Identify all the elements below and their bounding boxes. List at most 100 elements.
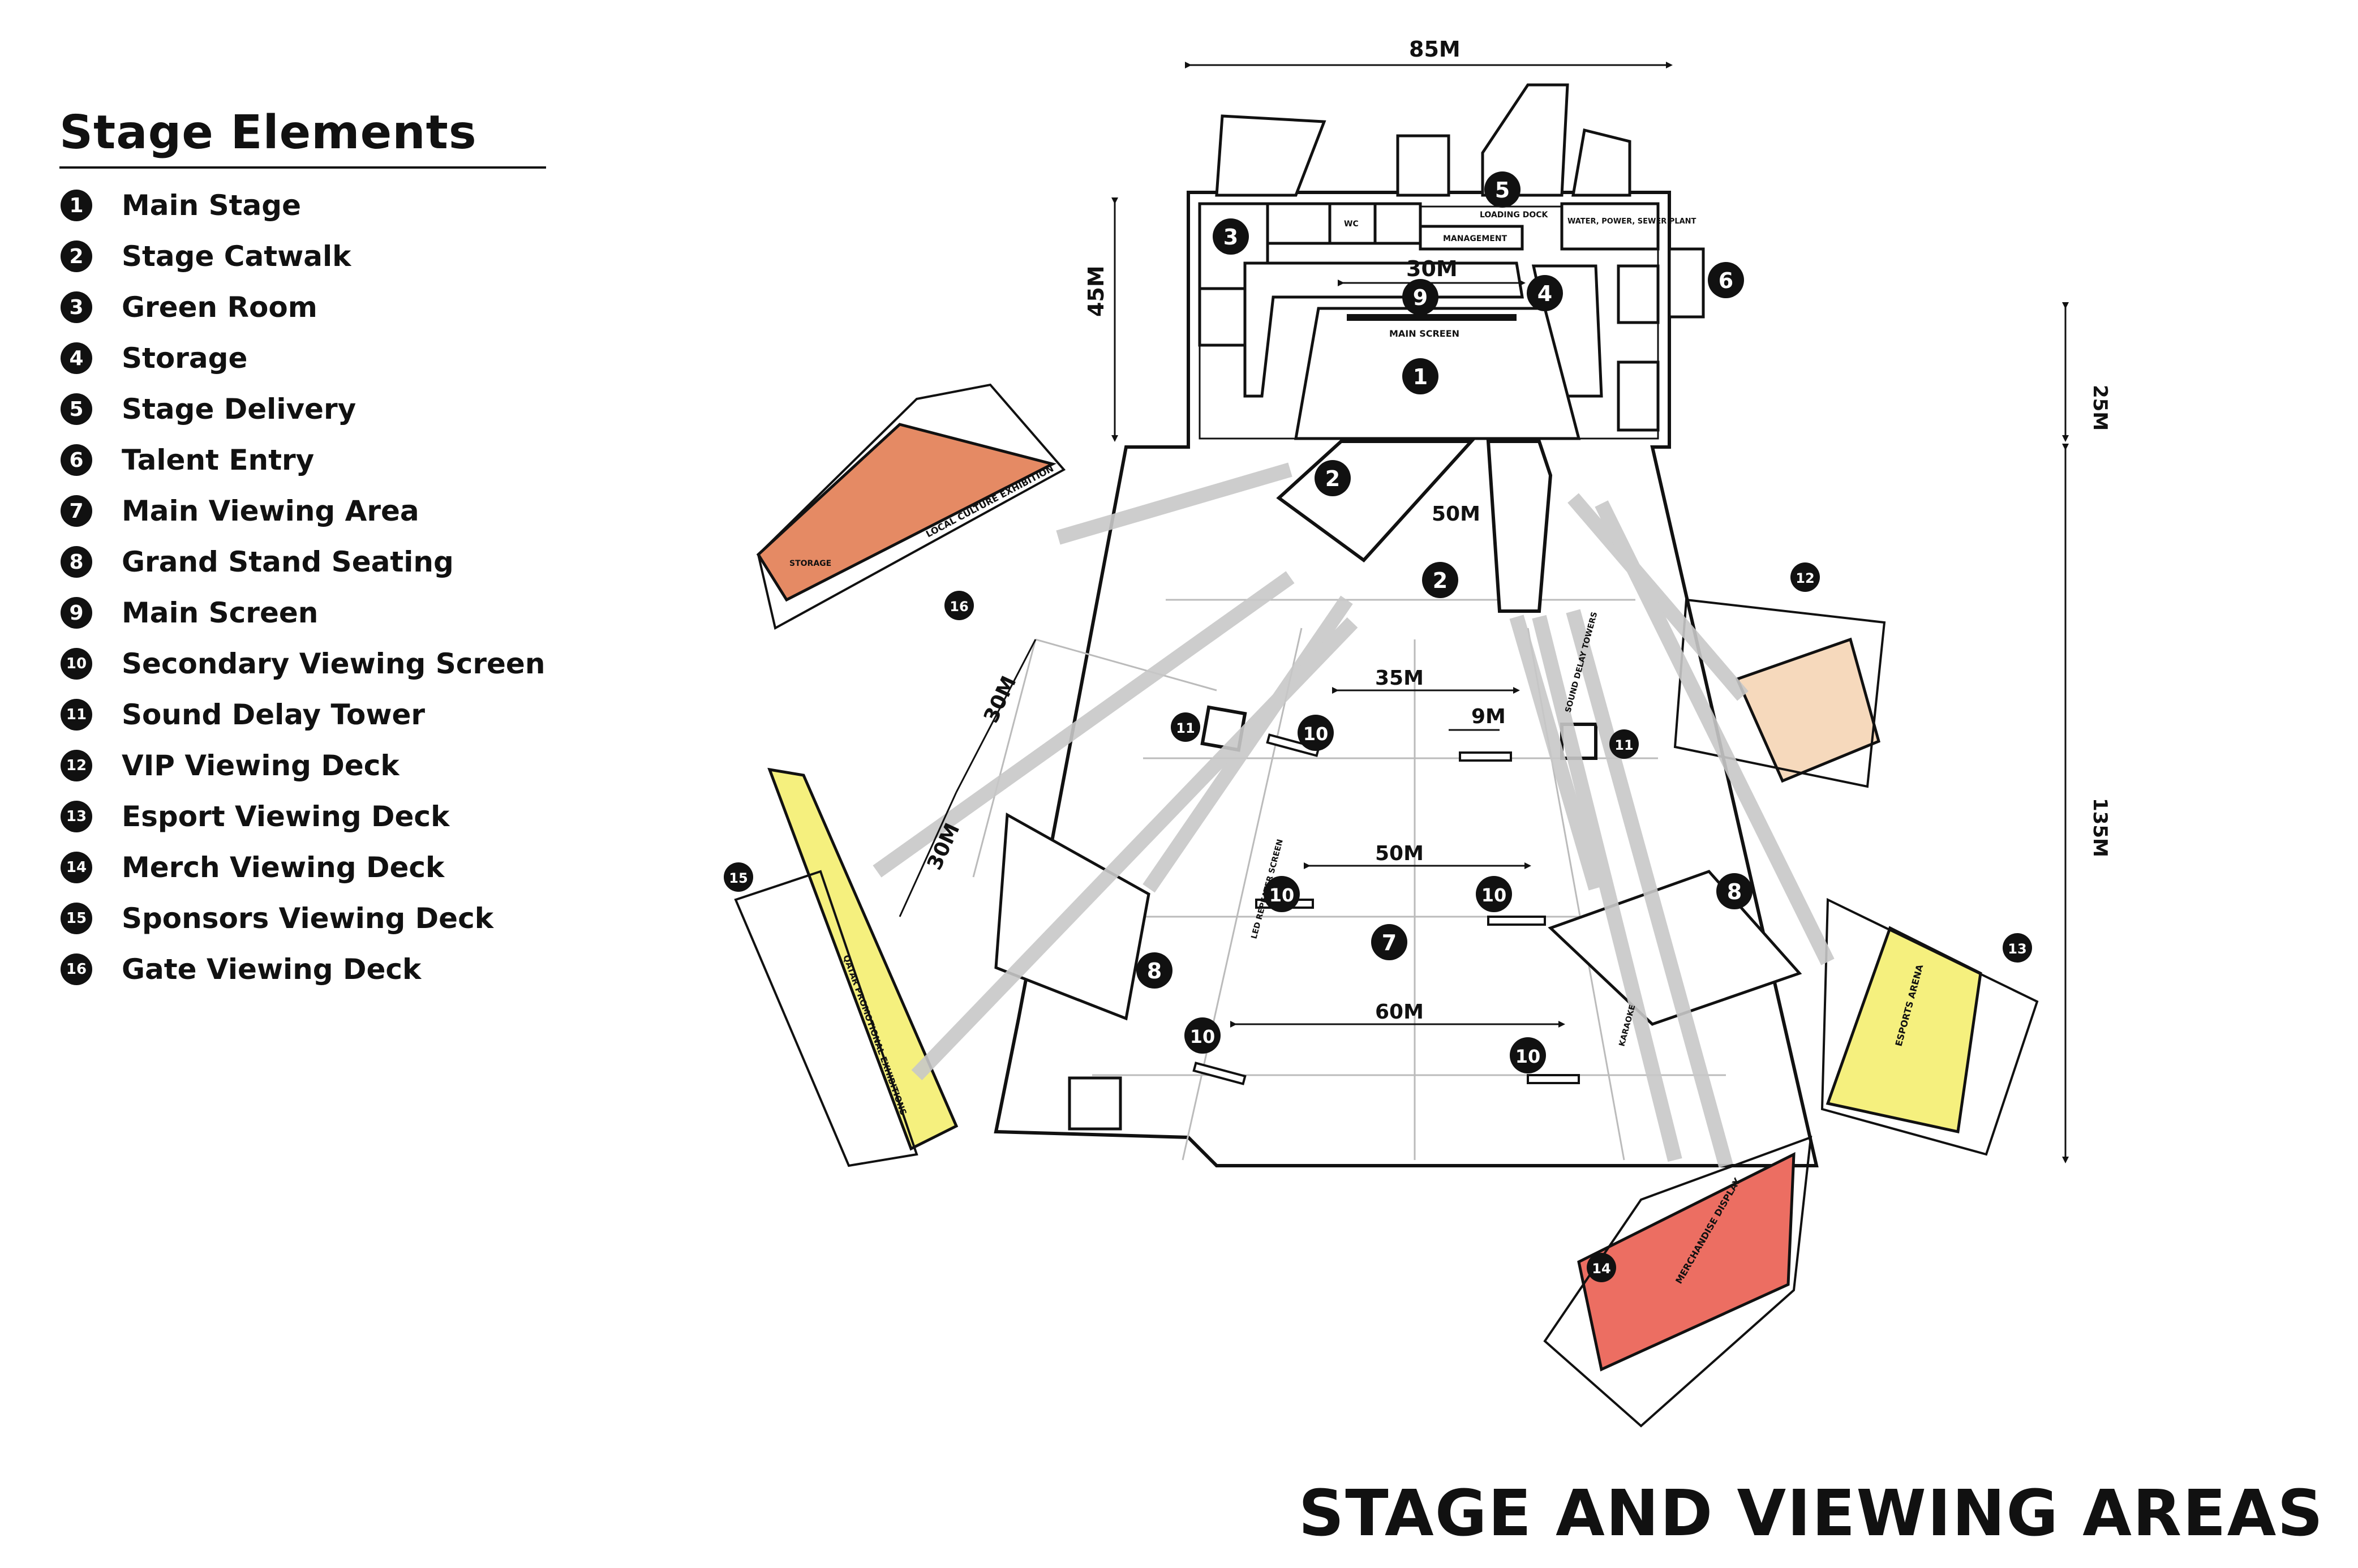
badge-green-room: 3 (1213, 218, 1249, 255)
legend-badge: 12 (61, 750, 92, 782)
label-wc: WC (1344, 220, 1359, 229)
legend-item: 5 Stage Delivery (59, 384, 546, 435)
dim-right-lower: 135M (2089, 798, 2111, 857)
svg-text:7: 7 (1382, 930, 1397, 955)
merch-viewing-deck (1577, 1152, 1796, 1372)
legend-badge: 1 (61, 190, 92, 222)
svg-text:10: 10 (1190, 1026, 1215, 1047)
legend-item: 1 Main Stage (59, 180, 546, 231)
label-storage: STORAGE (789, 559, 831, 568)
svg-text:14: 14 (1592, 1261, 1610, 1277)
label-main-screen: MAIN SCREEN (1389, 328, 1459, 339)
label-utilities: WATER, POWER, SEWER PLANT (1567, 217, 1696, 226)
badge-main-stage: 1 (1402, 358, 1438, 394)
dim-right-upper: 25M (2089, 385, 2111, 431)
svg-text:1: 1 (1413, 364, 1428, 389)
roof-block-3 (1571, 128, 1631, 197)
svg-text:16: 16 (950, 599, 968, 615)
badge-delivery: 5 (1484, 171, 1521, 208)
legend-label: Merch Viewing Deck (122, 851, 445, 884)
badge-storage: 4 (1527, 275, 1563, 311)
badge-screen-2: 10 (1264, 876, 1300, 912)
svg-text:8: 8 (1147, 959, 1162, 983)
badge-screen-5: 10 (1510, 1037, 1546, 1073)
stage-hospitality (1617, 360, 1660, 432)
svg-text:10: 10 (1269, 884, 1295, 906)
legend-badge: 7 (61, 495, 92, 527)
legend-label: Main Screen (122, 596, 319, 630)
wc-2 (1373, 202, 1422, 245)
legend-badge: 6 (61, 444, 92, 476)
legend-item: 14 Merch Viewing Deck (59, 842, 546, 893)
badge-grandstand-right: 8 (1716, 873, 1753, 909)
svg-text:4: 4 (1537, 281, 1552, 306)
badge-screen-1: 10 (1298, 715, 1334, 751)
badge-vip: 12 (1790, 562, 1820, 592)
legend-label: Main Stage (122, 189, 301, 222)
stage-lobby (1617, 264, 1660, 324)
legend-label: VIP Viewing Deck (122, 749, 400, 783)
legend-badge: 14 (61, 852, 92, 884)
svg-text:6: 6 (1719, 268, 1733, 293)
sponsors-viewing-deck (767, 767, 959, 1151)
badge-catwalk-right: 2 (1422, 562, 1458, 598)
legend-badge: 3 (61, 291, 92, 324)
label-loading-dock: LOADING DOCK (1480, 211, 1548, 220)
management-room (1419, 225, 1524, 251)
legend-label: Secondary Viewing Screen (122, 647, 546, 681)
vip-viewing-deck (1735, 637, 1881, 783)
dimension-lines (899, 62, 2069, 1163)
svg-text:10: 10 (1303, 723, 1329, 745)
legend-label: Stage Delivery (122, 393, 357, 426)
dim-main-screen-width: 30M (1406, 256, 1458, 281)
badge-sound-tower-right: 11 (1609, 729, 1639, 759)
legend-badge: 5 (61, 393, 92, 426)
legend-label: Sound Delay Tower (122, 698, 426, 732)
legend-label: Green Room (122, 291, 317, 324)
svg-text:11: 11 (1614, 737, 1633, 753)
svg-text:10: 10 (1515, 1046, 1541, 1067)
sightline-arrows (873, 462, 1835, 1168)
legend-label: Talent Entry (122, 444, 315, 477)
badge-gate: 16 (944, 591, 974, 620)
utility-plant (1560, 202, 1660, 251)
legend-badge: 8 (61, 546, 92, 578)
stage-building (1198, 83, 1705, 432)
talent-entry-gate (1668, 247, 1705, 319)
legend-item: 12 VIP Viewing Deck (59, 740, 546, 791)
main-screen (1347, 314, 1517, 321)
roof-block-1 (1215, 114, 1326, 197)
dim-stage-depth: 45M (1084, 265, 1109, 317)
badge-main-viewing: 7 (1371, 924, 1407, 960)
svg-text:2: 2 (1325, 466, 1340, 491)
svg-text:10: 10 (1481, 884, 1507, 906)
sponsors-viewing-deck-outline (734, 870, 918, 1167)
legend-label: Sponsors Viewing Deck (122, 902, 493, 935)
badge-grandstand-left: 8 (1136, 952, 1172, 989)
svg-text:2: 2 (1433, 568, 1448, 593)
dim-catwalk: 50M (1432, 502, 1480, 526)
legend-item: 6 Talent Entry (59, 435, 546, 486)
legend-badge: 2 (61, 240, 92, 273)
svg-text:15: 15 (729, 870, 748, 886)
dim-row-1: 35M (1375, 667, 1424, 690)
roof-block-2 (1396, 134, 1450, 197)
backstage-wall (1243, 261, 1524, 398)
badge-sound-tower-left: 11 (1171, 712, 1200, 742)
green-room-3 (1198, 287, 1247, 347)
legend-badge: 13 (61, 801, 92, 833)
badge-main-screen: 9 (1402, 279, 1438, 315)
dim-row-3: 60M (1375, 1000, 1424, 1024)
vip-viewing-deck-outline (1673, 598, 1886, 788)
gate-viewing-deck-outline (757, 383, 1066, 630)
dim-row-2: 50M (1375, 842, 1424, 865)
